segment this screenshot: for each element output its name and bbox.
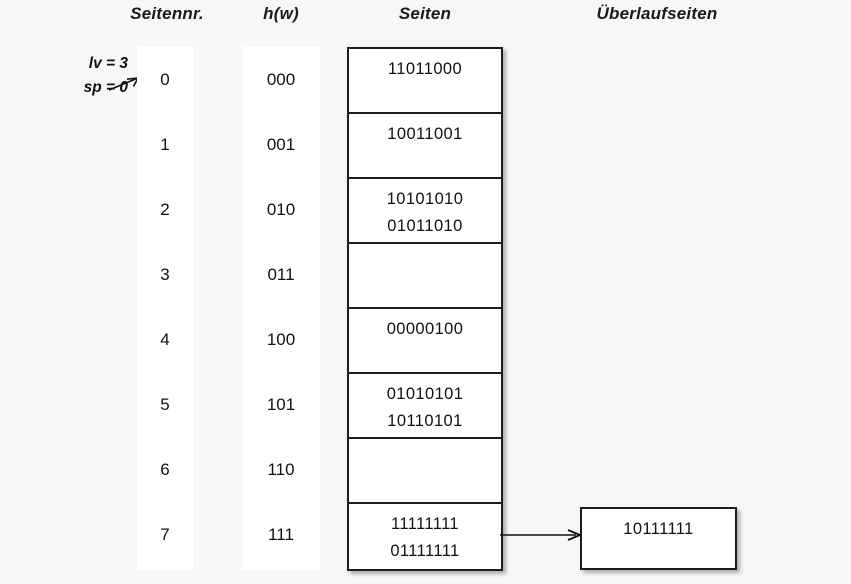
seiten-cell-2: 10101010 01011010 [349, 179, 501, 244]
seiten-cell-3 [349, 244, 501, 309]
row-hash-4: 100 [266, 330, 296, 349]
row-hash-0: 000 [266, 70, 296, 89]
row-index-6: 6 [160, 460, 170, 479]
column-header-seitennr: Seitennr. [130, 4, 204, 23]
seiten-table: 11011000 10011001 10101010 01011010 0000… [347, 47, 503, 571]
overflow-page-box: 10111111 [580, 507, 737, 570]
seiten-cell-0-line-0: 11011000 [387, 60, 463, 78]
column-header-ueberlaufseiten: Überlaufseiten [596, 4, 718, 23]
row-index-5: 5 [160, 395, 170, 414]
column-band-hw [242, 47, 320, 570]
seiten-cell-0: 11011000 [349, 49, 501, 114]
row-index-4: 4 [160, 330, 170, 349]
seiten-cell-7-line-1: 01111111 [390, 542, 460, 560]
row-index-1: 1 [160, 135, 170, 154]
seiten-cell-5-line-0: 01010101 [386, 385, 464, 403]
seiten-cell-6 [349, 439, 501, 504]
column-band-seitennr [137, 47, 193, 570]
row-index-0: 0 [160, 70, 170, 89]
column-header-hw: h(w) [263, 4, 299, 23]
row-index-7: 7 [160, 525, 170, 544]
seiten-cell-1-line-0: 10011001 [387, 125, 463, 143]
row-hash-7: 111 [268, 525, 294, 544]
seiten-cell-2-line-1: 01011010 [387, 217, 463, 235]
overflow-page-value: 10111111 [623, 520, 694, 538]
seiten-cell-7: 11111111 01111111 [349, 504, 501, 569]
seiten-cell-4-line-0: 00000100 [386, 320, 464, 338]
row-index-2: 2 [160, 200, 170, 219]
seiten-cell-5: 01010101 10110101 [349, 374, 501, 439]
annotation-sp-label: sp = 0 [83, 79, 128, 96]
row-hash-1: 001 [266, 135, 296, 154]
seiten-cell-7-line-0: 11111111 [390, 515, 460, 533]
annotation-lv-sp: lv = 3 sp = 0 [28, 52, 128, 100]
row-hash-2: 010 [266, 200, 296, 219]
row-hash-6: 110 [267, 460, 295, 479]
seiten-cell-5-line-1: 10110101 [387, 412, 463, 430]
row-hash-5: 101 [266, 395, 296, 414]
row-hash-3: 011 [267, 265, 295, 284]
row-index-3: 3 [160, 265, 170, 284]
seiten-cell-1: 10011001 [349, 114, 501, 179]
column-header-seiten: Seiten [398, 4, 452, 23]
seiten-cell-2-line-0: 10101010 [386, 190, 464, 208]
overflow-connector-arrow-icon [500, 529, 581, 541]
seiten-cell-4: 00000100 [349, 309, 501, 374]
annotation-lv-label: lv = 3 [88, 55, 128, 72]
